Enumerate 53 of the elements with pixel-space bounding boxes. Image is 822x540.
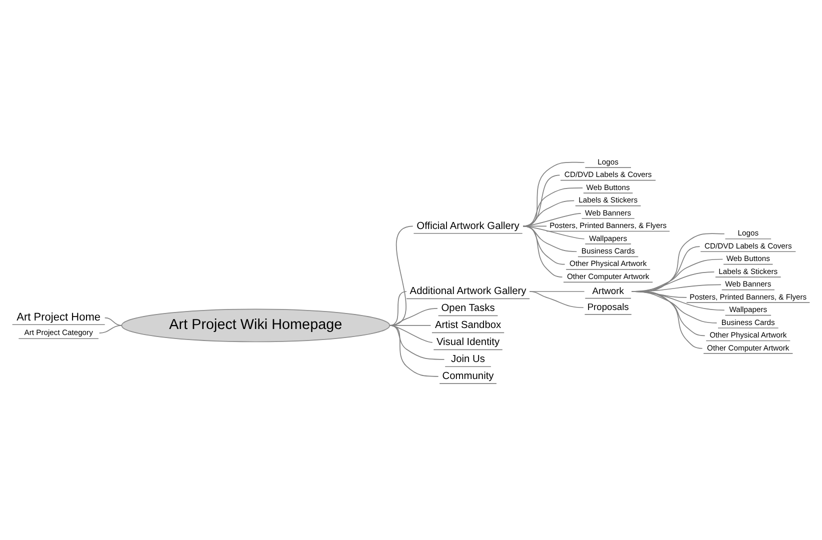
node-text: Visual Identity — [436, 336, 500, 348]
connector — [389, 324, 433, 342]
node-text: Labels & Stickers — [578, 195, 638, 204]
connector — [522, 161, 585, 226]
connector — [98, 324, 122, 334]
node-text: Web Buttons — [586, 182, 630, 192]
node-text: Join Us — [451, 354, 485, 365]
node-text: Logos — [738, 228, 759, 238]
connector — [522, 174, 560, 226]
node-text: Business Cards — [581, 246, 635, 255]
node-text: Web Banners — [585, 208, 632, 217]
connector — [389, 225, 414, 326]
node-text: Artist Sandbox — [434, 320, 502, 331]
node-text: Wallpapers — [729, 304, 768, 314]
connector — [522, 212, 582, 226]
node-text: Additional Artwork Gallery — [410, 286, 526, 297]
node-text: Open Tasks — [441, 302, 495, 314]
connector — [522, 225, 547, 226]
node-text: Posters, Printed Banners, & Flyers — [550, 220, 667, 230]
node-text: Posters, Printed Banners, & Flyers — [690, 292, 807, 301]
connector — [529, 290, 584, 308]
node-text: Community — [442, 370, 494, 382]
connector — [522, 225, 566, 264]
node-text: Art Project Home — [16, 311, 101, 324]
connector — [631, 290, 703, 348]
node-text: Wallpapers — [589, 233, 628, 242]
node-text: Labels & Stickers — [718, 266, 778, 276]
node-text: Proposals — [587, 302, 629, 312]
node-text: Artwork — [592, 285, 624, 296]
node-text: CD/DVD Labels & Covers — [704, 240, 792, 250]
connector — [104, 316, 122, 326]
node-text: Logos — [598, 156, 618, 166]
connector — [522, 200, 575, 226]
connector — [522, 225, 585, 239]
node-text: Other Computer Artwork — [566, 271, 650, 280]
node-ellipse: Art Project Wiki Homepage — [121, 308, 390, 342]
connector — [522, 187, 584, 226]
connector — [389, 290, 407, 326]
node-text: CD/DVD Labels & Covers — [564, 170, 652, 179]
node-text: Other Computer Artwork — [707, 342, 790, 352]
node-text: Web Buttons — [726, 254, 770, 263]
connector — [389, 324, 445, 360]
node-text: Web Banners — [725, 279, 772, 288]
connector — [389, 308, 438, 326]
connector — [389, 324, 439, 376]
node-text: Other Physical Artwork — [570, 258, 647, 268]
connector — [522, 225, 563, 277]
node-text: Official Artwork Gallery — [416, 220, 520, 232]
node-text: Business Cards — [721, 317, 775, 326]
node-text: Art Project Category — [24, 327, 93, 336]
node-text: Other Physical Artwork — [710, 330, 787, 340]
connector — [522, 225, 578, 252]
connector — [529, 290, 585, 292]
